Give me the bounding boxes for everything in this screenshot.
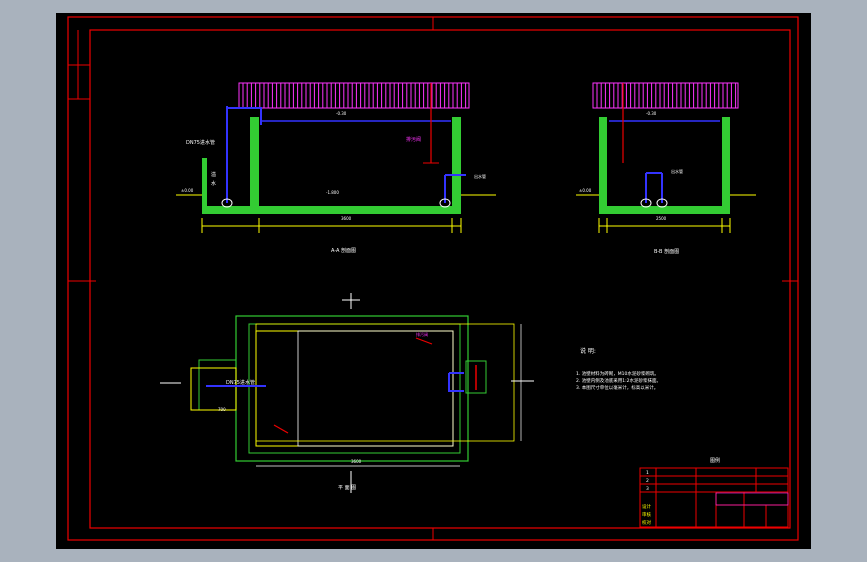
svg-text:-0.30: -0.30	[646, 111, 657, 116]
title-cell: 2	[646, 478, 649, 484]
title-block-header: 图例	[710, 457, 720, 464]
title-cell: 校对	[642, 519, 651, 526]
svg-text:-0.30: -0.30	[336, 111, 347, 116]
plan-label: 平 面 图	[338, 485, 356, 491]
section-b-b: 出水管 ±0.00 2500 -0.30	[576, 82, 756, 233]
svg-text:水: 水	[211, 180, 216, 187]
svg-text:700: 700	[218, 407, 226, 412]
cad-viewport[interactable]: DN75进水管 排污阀 溢 水 ±0.00 出水管 -1.800 -0.30 3…	[56, 13, 811, 549]
svg-text:2500: 2500	[656, 216, 667, 221]
svg-text:-1.800: -1.800	[326, 190, 339, 195]
notes-block: 说 明: 1. 池壁材料为砖砌，M10水泥砂浆砌筑。 2. 池壁内侧及池底采用1…	[576, 347, 661, 391]
svg-text:排污阀: 排污阀	[416, 331, 428, 337]
note-line: 1. 池壁材料为砖砌，M10水泥砂浆砌筑。	[576, 370, 659, 377]
svg-text:±0.00: ±0.00	[181, 188, 194, 193]
svg-text:溢: 溢	[211, 171, 216, 178]
note-line: 2. 池壁内侧及池底采用1:2水泥砂浆抹面。	[576, 377, 661, 384]
title-cell: 3	[646, 486, 649, 492]
note-line: 3. 本图尺寸单位以毫米计，标高以米计。	[576, 384, 658, 391]
svg-text:3600: 3600	[351, 459, 362, 464]
svg-text:3600: 3600	[341, 216, 352, 221]
title-cell: 设计	[642, 503, 651, 510]
section-a-a: DN75进水管 排污阀 溢 水 ±0.00 出水管 -1.800 -0.30 3…	[176, 82, 496, 233]
sheet-inner-border	[89, 29, 791, 529]
section-a-label: A-A 剖面图	[331, 247, 356, 254]
title-cell: 1	[646, 470, 649, 476]
cad-drawing: DN75进水管 排污阀 溢 水 ±0.00 出水管 -1.800 -0.30 3…	[67, 16, 799, 541]
inlet-pipe-label: DN75进水管	[226, 379, 255, 386]
svg-text:DN75进水管: DN75进水管	[186, 139, 215, 146]
svg-text:±0.00: ±0.00	[579, 188, 592, 193]
title-block: 图例 设计 审核 校对 1 2 3	[639, 457, 789, 528]
svg-text:出水管: 出水管	[671, 168, 683, 174]
plan-view: DN75进水管 排污阀 3600 700	[160, 293, 534, 493]
section-b-label: B-B 剖面图	[654, 248, 679, 255]
svg-text:排污阀: 排污阀	[406, 136, 421, 143]
svg-text:出水管: 出水管	[474, 173, 486, 179]
notes-title: 说 明:	[580, 347, 596, 355]
title-cell: 审核	[642, 511, 651, 518]
